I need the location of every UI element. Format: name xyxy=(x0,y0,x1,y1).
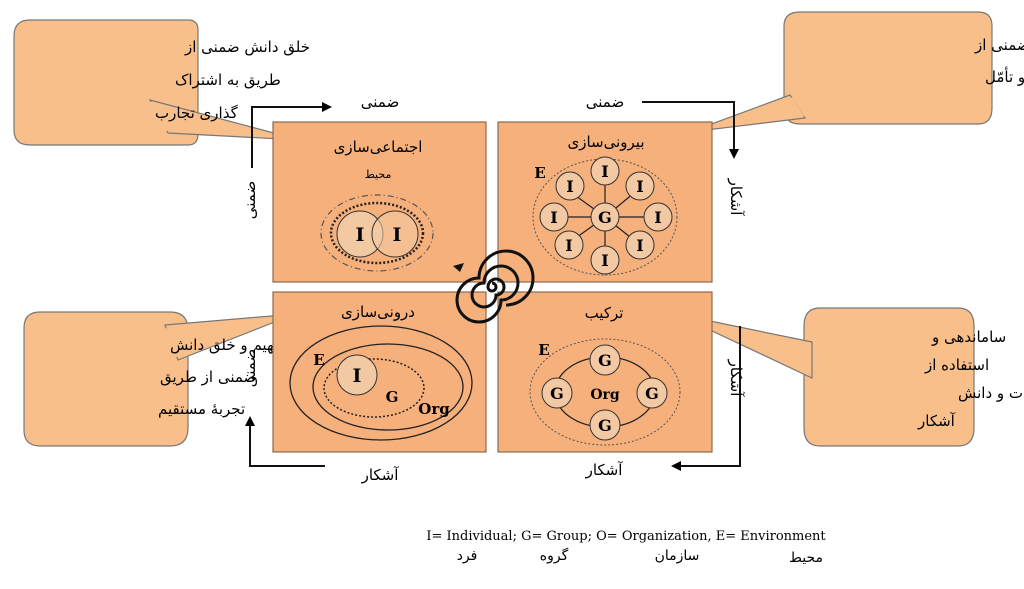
environment-label: E xyxy=(538,341,549,359)
org-label: Org xyxy=(418,400,450,418)
quadrant-internalization xyxy=(272,291,487,453)
combination-content: ترکیب E Org G G G G xyxy=(529,304,681,446)
quadrant-title: بیرونی‌سازی xyxy=(567,133,644,151)
callout-text: اطّلاعات و دانش xyxy=(958,382,1024,402)
node-label: I xyxy=(601,162,608,181)
environment-ring xyxy=(289,325,473,441)
callout-text: تجربهٔ مستقیم xyxy=(158,400,245,418)
quadrant-socialization xyxy=(272,121,487,283)
shared-ring xyxy=(329,201,425,265)
individual-node xyxy=(590,245,620,275)
org-label: Org xyxy=(590,387,620,403)
legend-term: گروه xyxy=(540,547,569,564)
label-tacit: ضمنی xyxy=(361,93,399,111)
node-label: I xyxy=(565,236,572,255)
node-label: I xyxy=(636,177,643,196)
callout-text: گذاری تجارب xyxy=(155,104,239,122)
callout-text: طریق گفت‌وگو و تأمّل xyxy=(985,66,1024,86)
group-node xyxy=(589,409,621,441)
internalization-content: درونی‌سازی I E G Org xyxy=(289,303,473,441)
individual-node xyxy=(554,230,584,260)
legend-text: I= Individual; G= Group; O= Organization… xyxy=(426,529,826,544)
node-label: I xyxy=(636,236,643,255)
label-tacit: ضمنی xyxy=(586,93,624,111)
knowledge-spiral xyxy=(455,249,535,324)
label-explicit: آشکار xyxy=(727,359,745,398)
callout-text: استفاده از xyxy=(924,356,989,374)
group-ring xyxy=(323,358,425,418)
individual-node xyxy=(371,210,419,258)
node-label: I xyxy=(601,251,608,270)
node-label: I xyxy=(393,224,402,246)
quadrant-subtitle: محیط xyxy=(365,168,392,181)
arrow-top-left xyxy=(251,102,332,168)
label-tacit: ضمنی xyxy=(241,181,259,219)
individual-node xyxy=(625,230,655,260)
individual-node xyxy=(643,202,673,232)
node-label: I xyxy=(550,208,557,227)
callout-bottom-right: ساماندهی و استفاده از اطّلاعات و دانش آش… xyxy=(675,307,1024,447)
callout-text: آشکار xyxy=(917,412,956,430)
arrow-bottom-right xyxy=(671,326,741,471)
environment-label: E xyxy=(313,351,324,369)
spiral-arrowhead xyxy=(453,263,464,272)
label-explicit: آشکار xyxy=(361,466,400,484)
environment-ring xyxy=(320,194,434,272)
label-explicit: آشکار xyxy=(727,178,745,217)
node-label: G xyxy=(598,351,612,370)
organization-ring xyxy=(312,343,464,431)
group-node xyxy=(541,377,573,409)
arrow-bottom-left xyxy=(245,416,325,467)
externalization-content: بیرونی‌سازی E G I I I I I xyxy=(532,133,678,276)
node-label: G xyxy=(598,416,612,435)
individual-node xyxy=(625,171,655,201)
node-label: G xyxy=(550,384,564,403)
label-tacit: ضمنی xyxy=(241,349,259,387)
callout-bottom-left: تسهیم و خلق دانش ضمنی از طریق تجربهٔ مست… xyxy=(23,311,296,447)
group-node xyxy=(636,377,668,409)
label-explicit: آشکار xyxy=(585,461,624,479)
individual-node xyxy=(555,171,585,201)
socialization-content: اجتماعی‌سازی محیط I I xyxy=(320,138,434,272)
callout-text: خلق دانش ضمنی از xyxy=(184,38,310,56)
environment-label: E xyxy=(534,164,545,182)
callout-top-right: بیان دانش ضمنی از طریق گفت‌وگو و تأمّل xyxy=(689,11,1024,133)
group-node xyxy=(590,202,620,232)
arrow-top-right xyxy=(642,101,739,159)
quadrant-title: ترکیب xyxy=(585,304,624,322)
node-label: I xyxy=(353,365,362,387)
group-node xyxy=(589,344,621,376)
node-label: G xyxy=(598,208,612,227)
individual-node xyxy=(336,354,378,396)
node-label: I xyxy=(566,177,573,196)
quadrant-title: اجتماعی‌سازی xyxy=(334,138,423,156)
legend-term: سازمان xyxy=(655,548,700,564)
callout-text: بیان دانش ضمنی از xyxy=(974,36,1024,54)
node-label: I xyxy=(356,224,365,246)
individual-node xyxy=(590,156,620,186)
callout-text: ساماندهی و xyxy=(931,328,1006,346)
node-label: G xyxy=(645,384,659,403)
callout-text: تسهیم و خلق دانش xyxy=(170,336,291,354)
callout-text: طریق به اشتراک xyxy=(175,71,281,89)
legend-term: فرد xyxy=(457,548,478,564)
quadrant-title: درونی‌سازی xyxy=(341,303,415,321)
individual-node xyxy=(539,202,569,232)
environment-ring xyxy=(529,338,681,446)
callout-top-left: خلق دانش ضمنی از طریق به اشتراک گذاری تج… xyxy=(13,19,310,146)
callout-text: ضمنی از طریق xyxy=(160,368,256,386)
environment-ring xyxy=(532,158,678,276)
flow-arrows xyxy=(245,101,741,471)
group-label: G xyxy=(386,388,399,406)
node-label: I xyxy=(654,208,661,227)
legend-term: محیط xyxy=(789,550,823,566)
